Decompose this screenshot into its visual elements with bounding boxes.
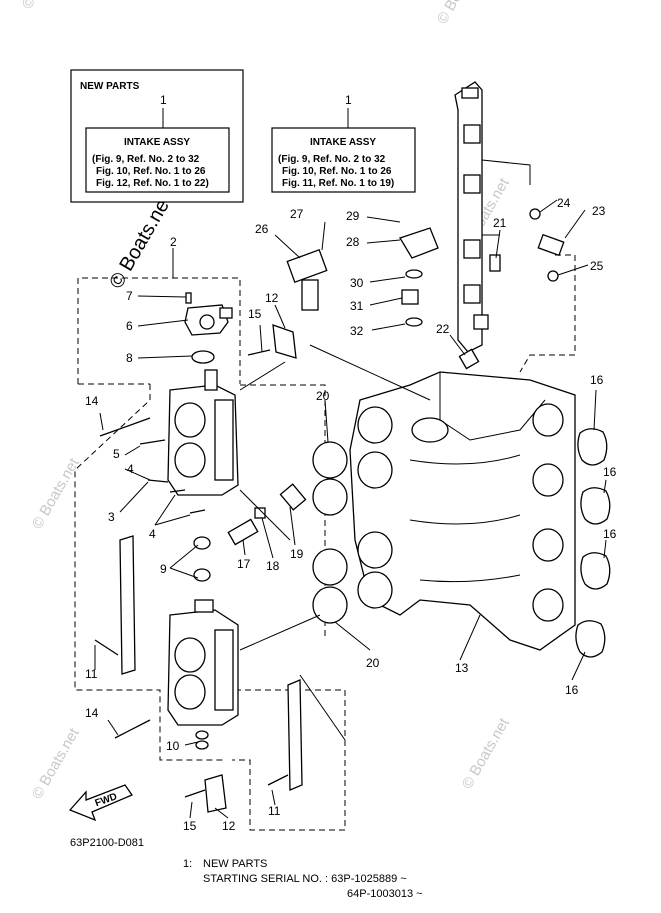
- callout-27: 27: [290, 207, 304, 221]
- right-label-title: INTAKE ASSY: [310, 137, 376, 148]
- callout-19: 19: [290, 547, 304, 561]
- fwd-arrow-icon: FWD: [68, 784, 133, 822]
- callout-17: 17: [237, 557, 251, 571]
- callout-5: 5: [113, 447, 120, 461]
- side-watermark: © Boats.net: [105, 190, 177, 292]
- left-label-line-1: (Fig. 9, Ref. No. 2 to 32: [92, 154, 200, 165]
- callout-12b: 12: [222, 819, 236, 833]
- right-intake-label: 1 INTAKE ASSY (Fig. 9, Ref. No. 2 to 32 …: [271, 93, 416, 193]
- new-parts-box: NEW PARTS 1 INTAKE ASSY (Fig. 9, Ref. No…: [70, 69, 244, 203]
- left-label-line-2: Fig. 10, Ref. No. 1 to 26: [96, 166, 206, 177]
- watermark-6: © Boats.net: [29, 725, 83, 802]
- watermark-7: © Boats.net: [459, 715, 513, 792]
- callout-16c: 16: [603, 527, 617, 541]
- callout-15b: 15: [183, 819, 197, 833]
- footer-serial-1: STARTING SERIAL NO. : 63P-1025889 ~: [203, 873, 407, 885]
- intake-manifold: [349, 371, 576, 651]
- callouts: 2 3 4 4 5 6 7 8 9 10 11 11 12 12 13 14 1…: [85, 196, 617, 833]
- callout-3: 3: [108, 510, 115, 524]
- callout-14a: 14: [85, 394, 99, 408]
- callout-18: 18: [266, 559, 280, 573]
- callout-10: 10: [166, 739, 180, 753]
- callout-21: 21: [493, 216, 507, 230]
- callout-12a: 12: [265, 291, 279, 305]
- left-label-title: INTAKE ASSY: [124, 137, 190, 148]
- callout-15a: 15: [248, 307, 262, 321]
- callout-22: 22: [436, 322, 450, 336]
- watermark-2: © Boats.net: [434, 0, 488, 27]
- callout-20b: 20: [366, 656, 380, 670]
- orings-20: [312, 441, 348, 624]
- brackets: [119, 324, 303, 813]
- upper-throttle-body: [167, 369, 239, 496]
- footer-note: 1: NEW PARTS STARTING SERIAL NO. : 63P-1…: [183, 858, 423, 900]
- callout-26: 26: [255, 222, 269, 236]
- right-label-ref: 1: [345, 93, 352, 107]
- callout-9: 9: [160, 562, 167, 576]
- new-parts-title: NEW PARTS: [80, 81, 140, 92]
- callout-6: 6: [126, 319, 133, 333]
- footer-ref: 1:: [183, 858, 192, 870]
- callout-25: 25: [590, 259, 604, 273]
- callout-13: 13: [455, 661, 469, 675]
- callout-31: 31: [350, 299, 364, 313]
- callout-11a: 11: [85, 667, 98, 681]
- fuel-rail: [454, 81, 531, 353]
- callout-16a: 16: [590, 373, 604, 387]
- callout-30: 30: [350, 276, 364, 290]
- new-parts-ref: 1: [160, 93, 167, 107]
- callout-32: 32: [350, 324, 364, 338]
- callout-24: 24: [557, 196, 571, 210]
- watermark-1: © Boats.net: [19, 0, 73, 12]
- callout-16b: 16: [603, 465, 617, 479]
- right-label-line-2: Fig. 10, Ref. No. 1 to 26: [282, 166, 392, 177]
- callout-2: 2: [170, 235, 177, 249]
- right-label-line-3: Fig. 11, Ref. No. 1 to 19): [282, 178, 394, 189]
- callout-20a: 20: [316, 389, 330, 403]
- left-label-line-3: Fig. 12, Ref. No. 1 to 22): [96, 178, 209, 189]
- callout-23: 23: [592, 204, 606, 218]
- gaskets-16: [575, 428, 611, 658]
- callout-7: 7: [126, 289, 133, 303]
- callout-11b: 11: [268, 804, 281, 818]
- callout-4b: 4: [149, 527, 156, 541]
- callout-4a: 4: [127, 462, 134, 476]
- callout-29: 29: [346, 209, 360, 223]
- callout-28: 28: [346, 235, 360, 249]
- lower-throttle-body: [167, 599, 239, 726]
- sensor-6: [184, 292, 233, 364]
- footer-title: NEW PARTS: [203, 858, 267, 870]
- callout-14b: 14: [85, 706, 99, 720]
- right-label-line-1: (Fig. 9, Ref. No. 2 to 32: [278, 154, 386, 165]
- drawing-code: 63P2100-D081: [70, 837, 144, 849]
- callout-8: 8: [126, 351, 133, 365]
- footer-serial-2: 64P-1003013 ~: [347, 888, 423, 900]
- leader-lines: [94, 199, 607, 819]
- callout-16d: 16: [565, 683, 579, 697]
- small-parts: [94, 208, 565, 798]
